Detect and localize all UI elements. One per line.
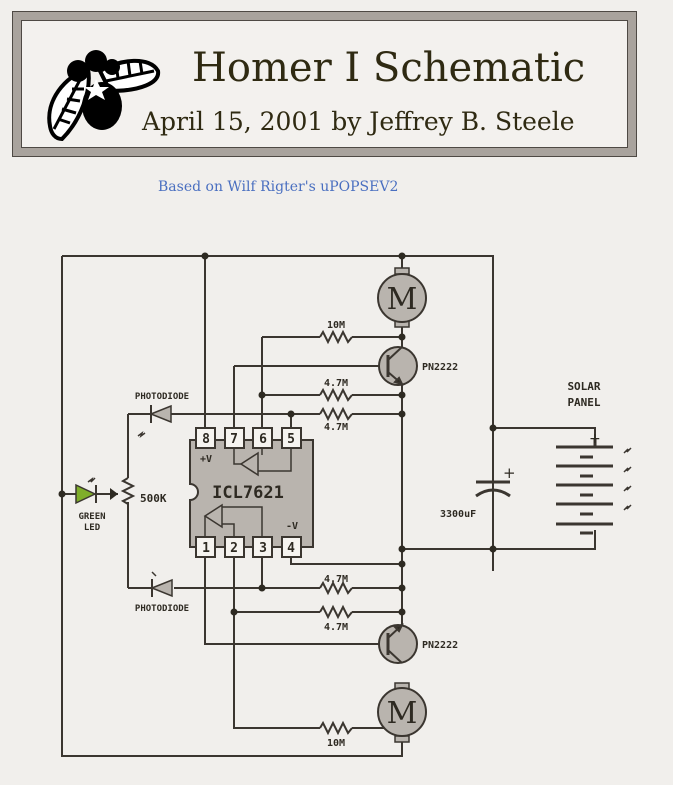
- resistor-10m-bot: [319, 720, 353, 736]
- ic-pin-6: 6: [259, 432, 267, 447]
- potentiometer-500k: [120, 477, 136, 505]
- credit-line: Based on Wilf Rigter's uPOPSEV2: [158, 179, 399, 195]
- junctions: [58, 252, 497, 732]
- cap-plus: +: [503, 464, 516, 482]
- page-title: Homer I Schematic: [192, 45, 586, 91]
- label-transistor-bottom: PN2222: [422, 640, 458, 651]
- ic-pin-1: 1: [202, 541, 210, 556]
- light-rays: [623, 447, 632, 511]
- green-led: [75, 476, 97, 505]
- ic-pin-3: 3: [259, 541, 267, 556]
- transistor-bottom: [378, 623, 418, 664]
- label-r-47m-top-b: 4.7M: [324, 422, 348, 433]
- label-solar-line2: PANEL: [567, 396, 600, 409]
- photodiode-top: [137, 404, 172, 439]
- resistor-47m-top-b: [319, 406, 353, 422]
- label-solar-line1: SOLAR: [567, 380, 600, 393]
- label-transistor-top: PN2222: [422, 362, 458, 373]
- solar-panel: [556, 438, 613, 535]
- label-r-47m-bot-a: 4.7M: [324, 574, 348, 585]
- label-pot: 500K: [140, 492, 167, 505]
- ic-pin-2: 2: [230, 541, 238, 556]
- label-led-line1: GREEN: [78, 512, 105, 522]
- label-r-10m-bot: 10M: [327, 738, 345, 749]
- title-banner: Homer I Schematic April 15, 2001 by Jeff…: [12, 11, 637, 157]
- solar-plus: +: [589, 431, 601, 447]
- title-banner-inner: Homer I Schematic April 15, 2001 by Jeff…: [21, 20, 628, 148]
- ic-pin-5: 5: [287, 432, 295, 447]
- ic-pin-7: 7: [230, 432, 238, 447]
- label-r-10m-top: 10M: [327, 320, 345, 331]
- motor-top-label: M: [387, 282, 418, 317]
- resistor-10m-top: [319, 329, 353, 345]
- resistors: [120, 329, 353, 736]
- label-photodiode-top: PHOTODIODE: [135, 392, 189, 402]
- motor-bottom-label: M: [387, 696, 418, 731]
- ic-name: ICL7621: [212, 483, 284, 503]
- ic-pin-4: 4: [287, 541, 295, 556]
- capacitor-3300uf: [475, 480, 511, 498]
- ic-vminus-label: -V: [286, 521, 298, 532]
- resistor-47m-top-a: [319, 387, 353, 403]
- firefly-icon: [47, 50, 161, 142]
- ic-pin-8: 8: [202, 432, 210, 447]
- label-led-line2: LED: [84, 523, 101, 533]
- label-photodiode-bottom: PHOTODIODE: [135, 604, 189, 614]
- wires: [61, 255, 596, 757]
- label-capacitor: 3300uF: [440, 509, 476, 520]
- label-r-47m-top-a: 4.7M: [324, 378, 348, 389]
- resistor-47m-bot-a: [319, 580, 353, 596]
- ic-vplus-label: +V: [200, 454, 212, 465]
- label-r-47m-bot-b: 4.7M: [324, 622, 348, 633]
- pot-wiper-arrow: [110, 488, 118, 500]
- motor-top: M: [377, 267, 427, 328]
- motor-bottom: M: [377, 682, 427, 743]
- photodiode-bottom: [149, 571, 173, 598]
- page-subtitle: April 15, 2001 by Jeffrey B. Steele: [142, 107, 575, 136]
- ic-icl7621: [189, 427, 314, 558]
- resistor-47m-bot-b: [319, 604, 353, 620]
- transistor-top: [378, 346, 418, 386]
